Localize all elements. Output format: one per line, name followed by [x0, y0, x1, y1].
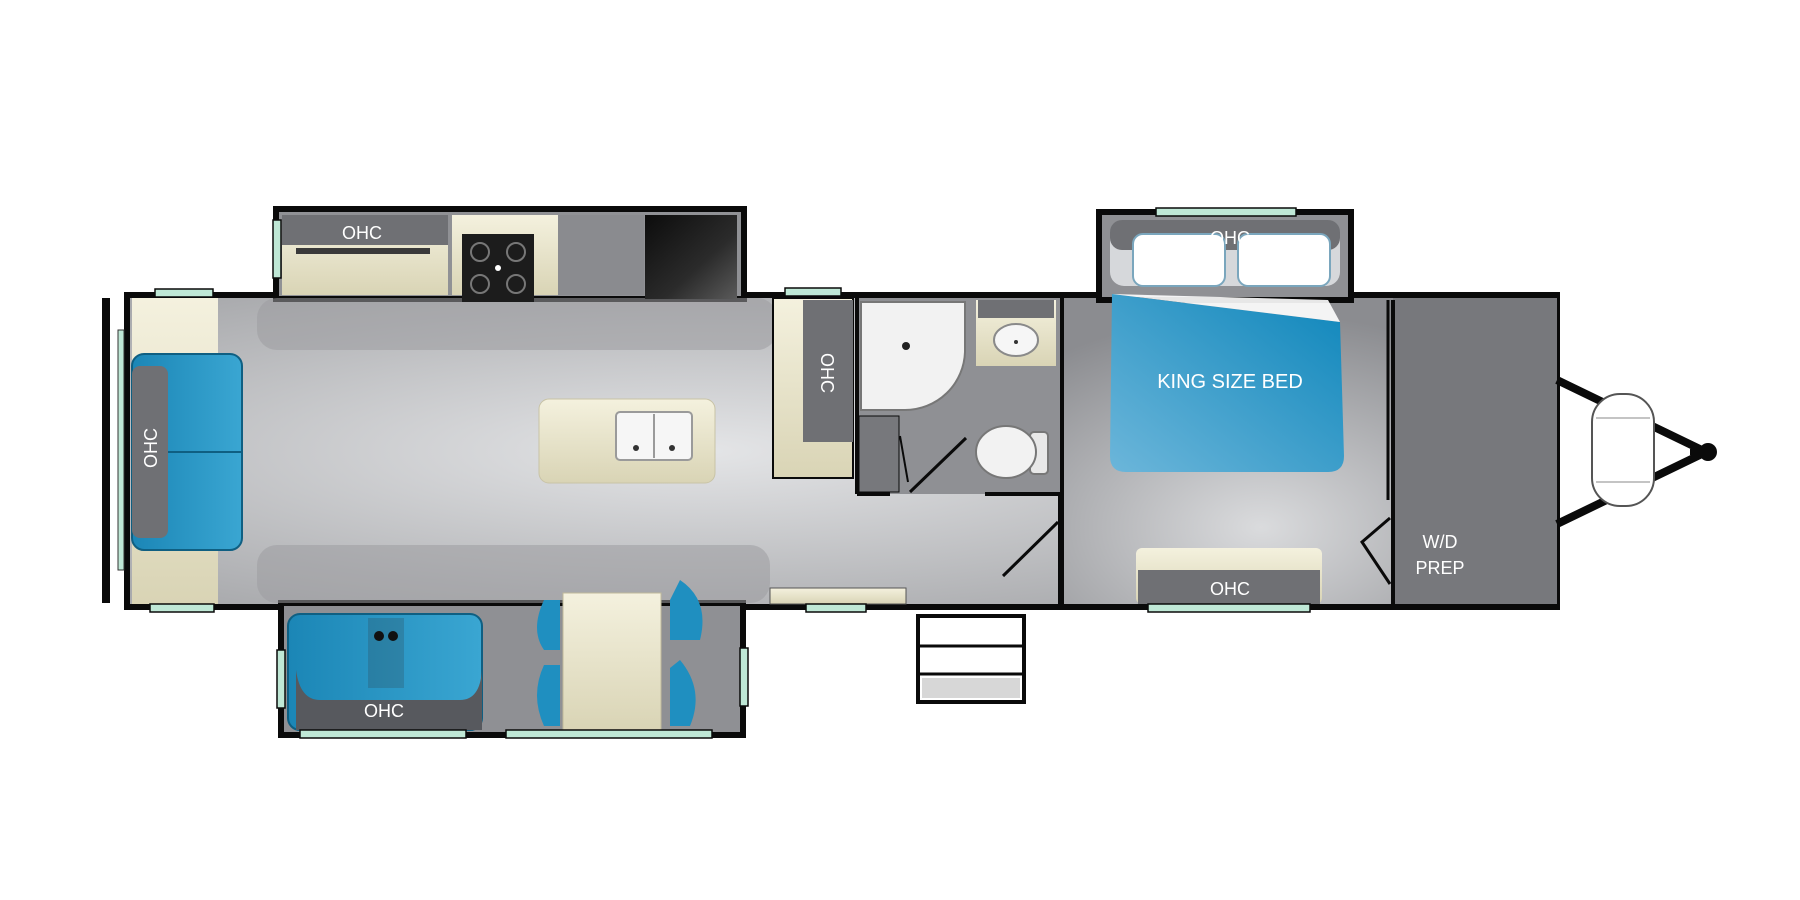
steps-icon: [916, 614, 1026, 704]
hitch-icon: [1555, 376, 1717, 528]
ohc-label-rear: OHC: [141, 428, 161, 468]
king-bed-label: KING SIZE BED: [1157, 371, 1303, 393]
bath-cabinet: OHC: [772, 297, 854, 479]
sink-icon: [615, 411, 693, 461]
kitchen-counter-end: [558, 215, 644, 295]
toilet-icon: [975, 425, 1049, 479]
ohc-label-bedroom: OHC: [1210, 579, 1250, 599]
windows: [149, 207, 1311, 739]
kitchen-island: [538, 398, 716, 484]
walkway-bottom: [257, 545, 770, 603]
bath-vanity: [976, 300, 1056, 366]
wd-prep-label-1: W/D: [1423, 532, 1458, 552]
rear-sofa: OHC: [131, 298, 243, 604]
king-size-bed: KING SIZE BED: [1110, 294, 1344, 472]
rear-window: [102, 298, 110, 603]
bedroom-ohc-top: OHC: [1110, 220, 1340, 287]
rear-window-glass: [117, 329, 125, 571]
ohc-label-sofa: OHC: [364, 701, 404, 721]
walkway-top: [257, 298, 777, 350]
shower-icon: [860, 301, 966, 411]
bath-door-frame: [899, 435, 909, 483]
fridge-icon: [645, 215, 737, 299]
kitchen-counter: OHC: [282, 215, 448, 295]
ohc-label-bath: OHC: [817, 353, 837, 393]
bath-linen: [858, 415, 900, 493]
ohc-label-bed: OHC: [1210, 228, 1250, 248]
wd-prep-label-2: PREP: [1415, 558, 1464, 578]
bedroom-door: [1001, 520, 1060, 578]
stove-icon: [452, 215, 558, 302]
entry-cabinet: [769, 587, 907, 605]
bath-door: [908, 436, 968, 494]
ohc-label-kitchen: OHC: [342, 223, 382, 243]
dinette-sofa: OHC: [287, 613, 483, 731]
dinette-table: [537, 580, 703, 732]
bedroom-ohc-bottom: OHC: [1136, 548, 1322, 604]
closet-door: [1360, 516, 1392, 585]
